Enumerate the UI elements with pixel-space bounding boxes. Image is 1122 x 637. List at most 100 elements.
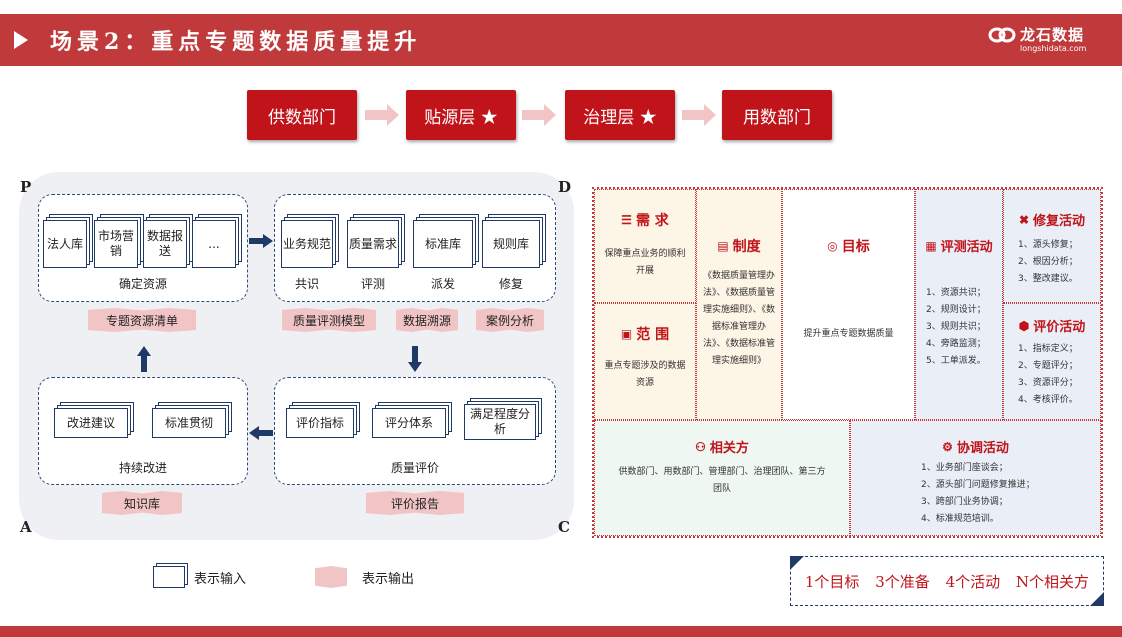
people-icon: ⚇ xyxy=(695,439,706,454)
eval-item: 3、规则共识； xyxy=(926,322,986,332)
input-doc: 改进建议 xyxy=(54,408,128,438)
output-ribbon: 质量评测模型 xyxy=(282,308,376,332)
scope-cell: ▣范 围 重点专题涉及的数据资源 xyxy=(594,303,696,420)
rate-title-row: ⬢评价活动 xyxy=(1004,316,1100,336)
coord-item: 3、跨部门业务协调； xyxy=(921,497,1008,507)
gear-icon: ⚙ xyxy=(942,439,953,454)
tools-icon: ✖ xyxy=(1018,212,1030,227)
parties-title: 相关方 xyxy=(709,441,749,456)
footer-bar xyxy=(0,626,1122,637)
coord-activity-cell: ⚙协调活动 1、业务部门座谈会； 2、源头部门问题修复推进； 3、跨部门业务协调… xyxy=(850,420,1101,536)
corner-accent xyxy=(790,556,804,570)
summary-box: 1个目标 3个准备 4个活动 N个相关方 xyxy=(790,556,1104,606)
eval-item: 5、工单派发。 xyxy=(926,356,986,366)
rate-items: 1、指标定义； 2、专题评分； 3、资源评分； 4、考核评价。 xyxy=(1018,341,1100,409)
summary-item: N个相关方 xyxy=(1015,572,1090,591)
parties-body: 供数部门、用数部门、管理部门、治理团队、第三方团队 xyxy=(618,467,826,494)
rate-item: 4、考核评价。 xyxy=(1018,395,1078,405)
corner-a: A xyxy=(20,518,32,536)
corner-accent xyxy=(1090,592,1104,606)
system-body: 《数据质量管理办法》、《数据质量管理实施细则》、《数据标准管理办法》、《数据标准… xyxy=(703,271,776,366)
rate-item: 2、专题评分； xyxy=(1018,361,1078,371)
repair-title: 修复活动 xyxy=(1033,214,1086,229)
corner-d: D xyxy=(558,178,572,196)
repair-item: 1、源头修复； xyxy=(1018,240,1078,250)
coord-title: 协调活动 xyxy=(956,441,1009,456)
arrow-right-icon xyxy=(522,104,556,126)
input-doc: 标准贯彻 xyxy=(152,408,226,438)
output-ribbon: 数据溯源 xyxy=(396,308,458,332)
logo: 龙石数据 longshidata.com xyxy=(988,24,1086,53)
page-title: 场景2：重点专题数据质量提升 xyxy=(50,29,422,55)
parties-title-row: ⚇相关方 xyxy=(595,437,849,457)
scope-title: 范 围 xyxy=(636,327,670,343)
output-ribbon: 知识库 xyxy=(102,491,182,515)
input-doc: 业务规范 xyxy=(281,220,333,268)
legend-output-label: 表示输出 xyxy=(362,572,415,587)
input-doc: 评价指标 xyxy=(286,408,354,438)
header-bar xyxy=(0,14,1122,66)
do-sublabel: 共识 xyxy=(294,277,319,291)
rate-activity-cell: ⬢评价活动 1、指标定义； 2、专题评分； 3、资源评分； 4、考核评价。 xyxy=(1003,303,1101,420)
demand-body: 保障重点业务的顺利开展 xyxy=(604,249,686,276)
logo-icon xyxy=(988,27,1016,43)
goal-cell: ◎目标 提升重点专题数据质量 xyxy=(782,189,915,420)
summary-item: 1个目标 xyxy=(804,572,860,591)
eval-activity-cell: ▦评测活动 1、资源共识； 2、规则设计； 3、规则共识； 4、旁路监测； 5、… xyxy=(915,189,1003,420)
coord-items: 1、业务部门座谈会； 2、源头部门问题修复推进； 3、跨部门业务协调； 4、标准… xyxy=(921,460,1100,528)
flow-step-source: 贴源层 ★ xyxy=(406,90,516,140)
list-icon: ☰ xyxy=(621,213,632,227)
demand-title-row: ☰需 求 xyxy=(595,210,695,230)
input-doc: ... xyxy=(192,220,236,268)
goal-title: 目标 xyxy=(841,239,870,255)
logo-text: 龙石数据 xyxy=(1020,26,1085,44)
demand-title: 需 求 xyxy=(635,213,669,229)
input-doc: 质量需求 xyxy=(347,220,399,268)
summary-item: 3个准备 xyxy=(875,572,930,591)
book-icon: ▤ xyxy=(717,239,729,253)
eval-item: 4、旁路监测； xyxy=(926,339,986,349)
flow-step-supply: 供数部门 xyxy=(247,90,357,140)
arrow-down-icon xyxy=(408,346,422,372)
arrow-left-icon xyxy=(249,426,273,440)
parties-cell: ⚇相关方 供数部门、用数部门、管理部门、治理团队、第三方团队 xyxy=(594,420,850,536)
input-doc: 法人库 xyxy=(43,220,87,268)
input-doc: 市场营销 xyxy=(94,220,138,268)
cube-icon: ▣ xyxy=(620,327,633,341)
legend-output-icon xyxy=(315,566,347,588)
scope-title-row: ▣范 围 xyxy=(595,324,695,344)
coord-item: 2、源头部门问题修复推进； xyxy=(921,480,1035,490)
arrow-right-icon xyxy=(249,234,273,248)
input-doc: 满足程度分析 xyxy=(464,404,536,440)
legend-input-icon xyxy=(153,566,185,588)
output-ribbon: 评价报告 xyxy=(366,491,464,515)
arrow-up-icon xyxy=(137,346,151,372)
eval-item: 2、规则设计； xyxy=(926,305,986,315)
arrow-right-icon xyxy=(365,104,399,126)
flow-step-govern: 治理层 ★ xyxy=(565,90,675,140)
eval-title: 评测活动 xyxy=(940,240,993,255)
eval-title-row: ▦评测活动 xyxy=(916,236,1002,256)
repair-item: 2、根因分析； xyxy=(1018,257,1078,267)
input-doc: 规则库 xyxy=(482,220,540,268)
check-label: 质量评价 xyxy=(390,461,439,475)
legend-input-label: 表示输入 xyxy=(194,572,247,587)
do-sublabel: 修复 xyxy=(498,277,523,291)
input-doc: 评分体系 xyxy=(372,408,446,438)
do-sublabel: 评测 xyxy=(360,277,385,291)
repair-items: 1、源头修复； 2、根因分析； 3、整改建议。 xyxy=(1018,237,1100,288)
coord-item: 4、标准规范培训。 xyxy=(921,514,999,524)
rate-title: 评价活动 xyxy=(1033,320,1086,335)
arrow-right-icon xyxy=(682,104,716,126)
system-cell: ▤制度 《数据质量管理办法》、《数据质量管理实施细则》、《数据标准管理办法》、《… xyxy=(696,189,782,420)
system-title: 制度 xyxy=(732,239,761,255)
input-doc: 标准库 xyxy=(413,220,473,268)
goal-body: 提升重点专题数据质量 xyxy=(803,329,894,339)
repair-title-row: ✖修复活动 xyxy=(1004,210,1100,230)
output-ribbon: 专题资源清单 xyxy=(88,308,196,332)
scenario-grid xyxy=(592,187,1103,538)
system-title-row: ▤制度 xyxy=(697,236,781,256)
eval-item: 1、资源共识； xyxy=(926,288,986,298)
input-doc: 数据报送 xyxy=(143,220,187,268)
plan-label: 确定资源 xyxy=(118,277,167,291)
